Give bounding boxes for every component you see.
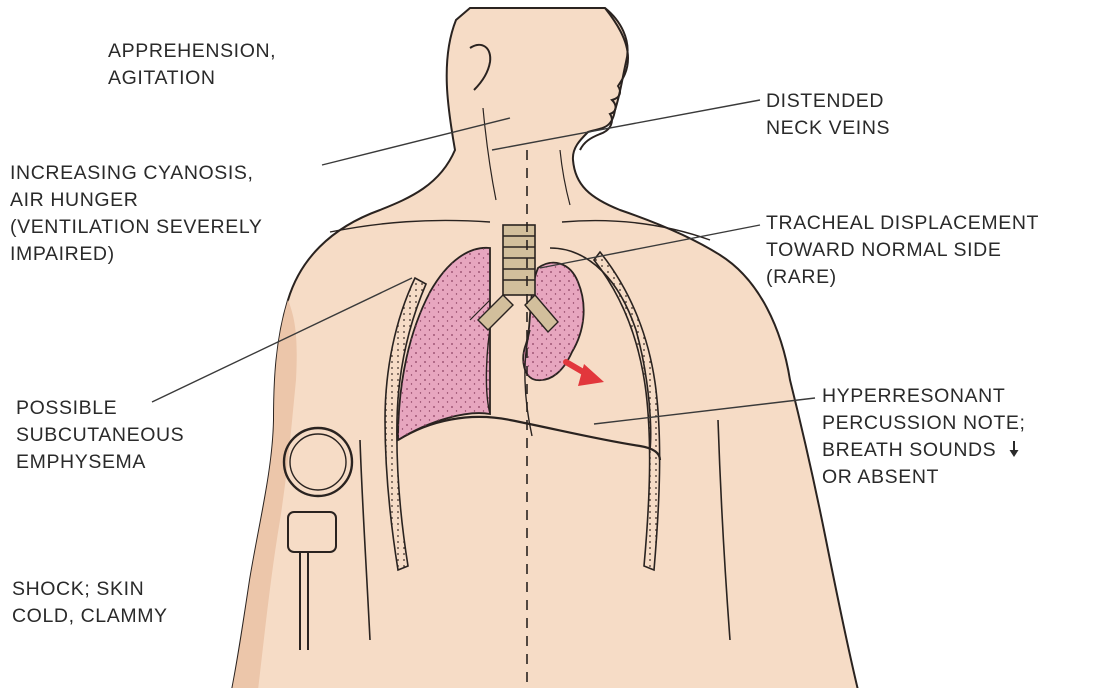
label-neck-veins: DISTENDED NECK VEINS xyxy=(766,88,890,142)
down-arrow-icon xyxy=(1008,440,1020,458)
label-hyperresonant: HYPERRESONANT PERCUSSION NOTE; BREATH SO… xyxy=(822,383,1026,491)
label-emphysema: POSSIBLE SUBCUTANEOUS EMPHYSEMA xyxy=(16,395,184,476)
label-tracheal: TRACHEAL DISPLACEMENT TOWARD NORMAL SIDE… xyxy=(766,210,1039,291)
label-shock: SHOCK; SKIN COLD, CLAMMY xyxy=(12,576,168,630)
label-apprehension: APPREHENSION, AGITATION xyxy=(108,38,276,92)
label-cyanosis: INCREASING CYANOSIS, AIR HUNGER (VENTILA… xyxy=(10,160,262,268)
